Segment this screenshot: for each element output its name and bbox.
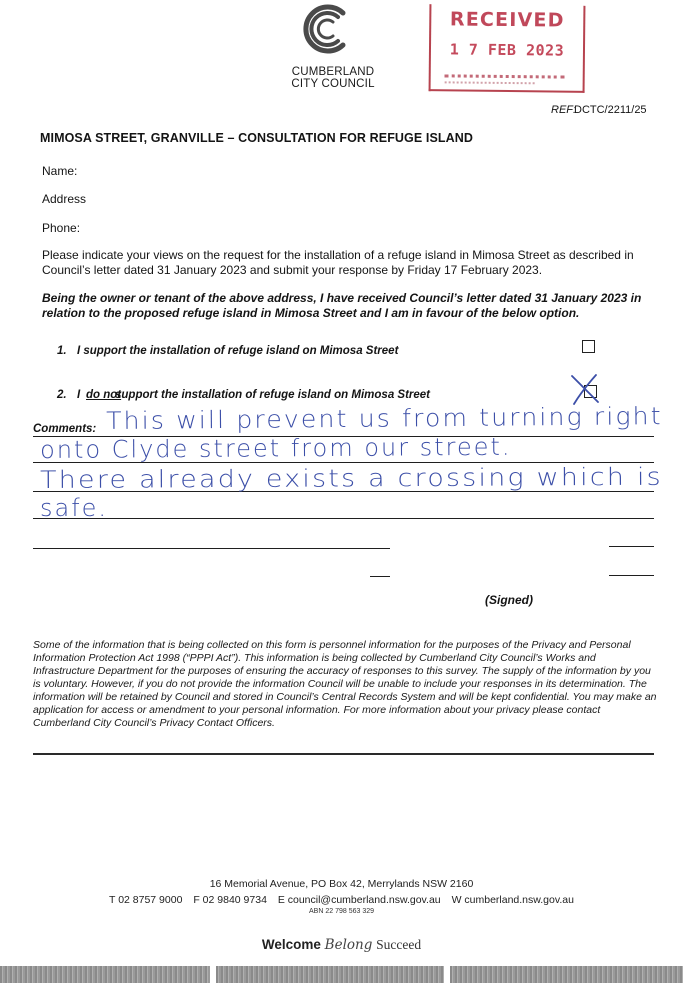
signature-line-short — [370, 576, 390, 577]
statement-paragraph: Being the owner or tenant of the above a… — [42, 291, 642, 320]
signed-label: (Signed) — [485, 593, 533, 607]
comment-rule — [33, 491, 654, 492]
footer-band-segment — [450, 966, 683, 983]
signature-line-short — [609, 546, 654, 547]
option-2-text-part: support the installation of refuge islan… — [115, 389, 431, 401]
signature-line-short — [609, 575, 654, 576]
reference-value: DCTC/2211/25 — [574, 104, 647, 116]
tagline-succeed: Succeed — [376, 937, 422, 952]
comments-label: Comments: — [33, 423, 97, 435]
phone-number: T 02 8757 9000 — [109, 894, 183, 906]
received-stamp: RECEIVED 1 7 FEB 2023 — [428, 4, 586, 93]
name-label: Name: — [42, 164, 78, 178]
email-link[interactable]: E council@cumberland.nsw.gov.au — [277, 894, 441, 906]
org-name-line1: CUMBERLAND — [291, 66, 375, 78]
option-1-number: 1. — [57, 345, 67, 357]
abn-number: ABN 22 798 563 329 — [309, 908, 374, 915]
signature-line — [33, 548, 390, 549]
contact-line: T 02 8757 9000 F 02 9840 9734 E council@… — [0, 894, 683, 906]
footer-divider — [33, 753, 654, 755]
footer-band-segment — [0, 966, 210, 983]
footer-band — [0, 966, 683, 983]
tagline-belong: Belong — [324, 937, 373, 953]
stamp-title: RECEIVED — [449, 8, 565, 32]
reference-label: REF: — [551, 104, 577, 116]
council-logo-icon — [303, 4, 346, 54]
option-2-text-emphasis: do not — [86, 389, 122, 401]
website-link[interactable]: W cumberland.nsw.gov.au — [451, 894, 574, 906]
comment-rule — [33, 518, 654, 519]
stamp-dotted-line — [444, 81, 535, 88]
privacy-notice: Some of the information that is being co… — [33, 639, 657, 729]
handwritten-comment-line: There already exists a crossing which is — [40, 462, 663, 494]
option-2-number: 2. — [57, 389, 67, 401]
form-title: MIMOSA STREET, GRANVILLE – CONSULTATION … — [40, 131, 474, 145]
council-tagline: Welcome Belong Succeed — [0, 937, 683, 953]
org-name-line2: CITY COUNCIL — [291, 78, 375, 90]
handwritten-cross-mark-icon — [571, 374, 599, 405]
stamp-date: 1 7 FEB 2023 — [449, 40, 565, 60]
comment-rule — [33, 436, 654, 437]
handwritten-comment-line: onto Clyde street from our street. — [40, 432, 512, 464]
footer-band-segment — [216, 966, 444, 983]
handwritten-comment-line: This will prevent us from turning right — [106, 402, 663, 435]
address-label: Address — [42, 192, 87, 206]
option-1-text: I support the installation of refuge isl… — [77, 345, 399, 357]
phone-label: Phone: — [42, 221, 81, 235]
intro-paragraph: Please indicate your views on the reques… — [42, 248, 634, 277]
fax-number: F 02 9840 9734 — [193, 894, 267, 906]
handwritten-comment-line: safe. — [40, 494, 109, 522]
option-2-text-part: I — [77, 389, 81, 401]
comment-rule — [33, 462, 654, 463]
option-2-checkbox[interactable] — [584, 385, 597, 398]
tagline-welcome: Welcome — [261, 937, 321, 952]
council-address: 16 Memorial Avenue, PO Box 42, Merryland… — [209, 878, 474, 890]
option-1-checkbox[interactable] — [582, 340, 595, 353]
